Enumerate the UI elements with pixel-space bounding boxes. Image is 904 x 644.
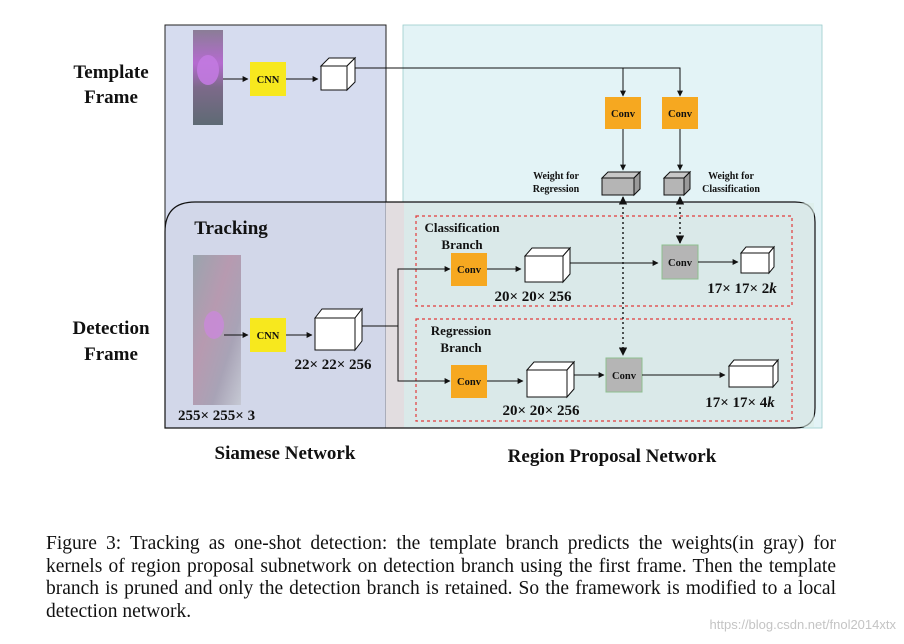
figure-caption: Figure 3: Tracking as one-shot detection…	[46, 533, 836, 622]
weight-regression-cube	[600, 170, 642, 197]
template-frame-label-1: Template	[73, 62, 148, 83]
conv-reg-gray-label: Conv	[612, 371, 637, 382]
dim-reg-feat: 20× 20× 256	[502, 403, 580, 419]
conv-top-classification-label: Conv	[668, 109, 693, 120]
conv-top-regression-label: Conv	[611, 109, 636, 120]
dim-feature: 22× 22× 256	[294, 357, 372, 373]
cls-output-cube	[739, 245, 776, 275]
template-image-object	[197, 55, 219, 85]
conv-reg-gray	[605, 357, 643, 393]
template-feature-cube	[319, 56, 357, 92]
weight-classification-label-2: Classification	[702, 184, 760, 195]
cnn-top-label: CNN	[257, 75, 280, 86]
tracking-diagram: Template Frame CNN Conv Conv Weight for …	[72, 24, 823, 467]
dim-input: 255× 255× 3	[178, 408, 255, 424]
tracking-label: Tracking	[194, 218, 268, 239]
dim-cls-out: 17× 17× 2k	[707, 281, 777, 297]
conv-reg-orange	[451, 365, 487, 398]
cnn-bottom-label: CNN	[257, 331, 280, 342]
reg-feature-cube	[525, 360, 576, 399]
weight-classification-label-1: Weight for	[708, 171, 754, 182]
conv-cls-orange	[451, 253, 487, 286]
cls-branch-label-2: Branch	[441, 237, 483, 252]
classification-branch-box	[415, 215, 793, 307]
cnn-top-box	[250, 62, 286, 96]
cls-feature-cube	[523, 246, 572, 284]
conv-top-regression	[605, 97, 641, 129]
detection-frame-label-2: Frame	[84, 344, 138, 365]
reg-branch-label-1: Regression	[431, 323, 492, 338]
conv-cls-gray-label: Conv	[668, 258, 693, 269]
cls-branch-label-1: Classification	[424, 220, 500, 235]
reg-output-cube	[727, 358, 780, 389]
conv-cls-orange-label: Conv	[457, 265, 482, 276]
conv-reg-orange-label: Conv	[457, 377, 482, 388]
siamese-network-label: Siamese Network	[215, 443, 356, 464]
weight-regression-label-1: Weight for	[533, 171, 579, 182]
regression-branch-box	[415, 318, 793, 422]
detection-frame-label-1: Detection	[72, 318, 149, 339]
cnn-bottom-box	[250, 318, 286, 352]
detection-feature-cube	[313, 307, 364, 352]
detection-image-object	[204, 311, 224, 339]
conv-top-classification	[662, 97, 698, 129]
weight-regression-label-2: Regression	[533, 184, 580, 195]
template-frame-label-2: Frame	[84, 87, 138, 108]
dim-reg-out: 17× 17× 4k	[705, 395, 775, 411]
reg-branch-label-2: Branch	[440, 340, 482, 355]
dim-cls-feat: 20× 20× 256	[494, 289, 572, 305]
weight-classification-cube	[662, 170, 692, 197]
watermark: https://blog.csdn.net/fnol2014xtx	[709, 617, 896, 632]
rpn-label: Region Proposal Network	[508, 446, 717, 467]
